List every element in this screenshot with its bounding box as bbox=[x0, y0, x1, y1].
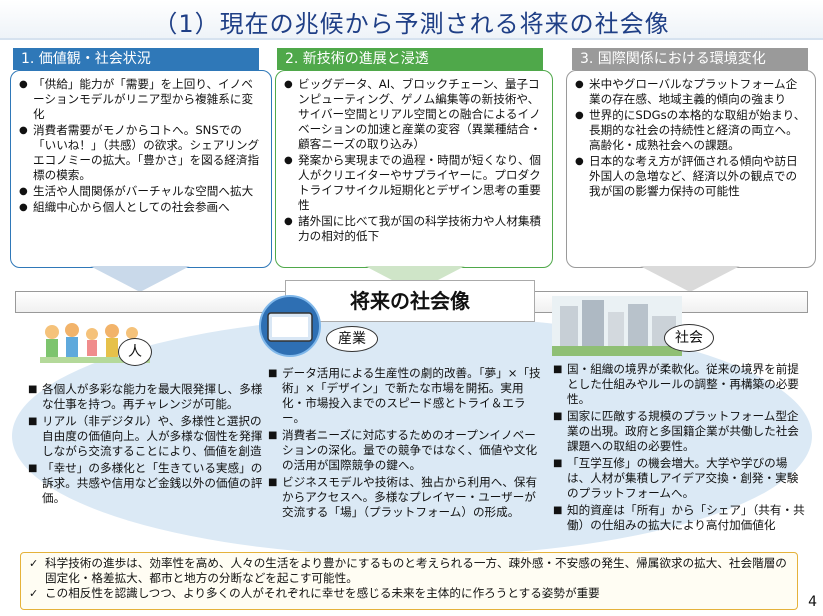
list-item: 各個人が多彩な能力を最大限発揮し、多様な仕事を持つ。再チャレンジが可能。 bbox=[28, 382, 264, 412]
list-item: 知的資産は「所有」から「シェア」（共有・共働）の仕組みの拡大により高付加価値化 bbox=[553, 503, 805, 533]
page-number: 4 bbox=[808, 594, 817, 610]
list-item: 「供給」能力が「需要」を上回り、イノベーションモデルがリニア型から複雑系に変化 bbox=[19, 77, 263, 122]
panel-header-values: 1. 価値観・社会状況 bbox=[13, 48, 259, 70]
column-person: 各個人が多彩な能力を最大限発揮し、多様な仕事を持つ。再チャレンジが可能。 リアル… bbox=[28, 382, 264, 508]
list-item: 米中やグローバルなプラットフォーム企業の存在感、地域主義的傾向の強まり bbox=[575, 77, 807, 107]
list-item: 国家に匹敵する規模のプラットフォーム型企業の出現。政府と多国籍企業が共働した社会… bbox=[553, 409, 805, 454]
list-item: 世界的にSDGsの本格的な取組が始まり、長期的な社会の持続性と経済の両立へ。高齢… bbox=[575, 108, 807, 153]
list-item: リアル（非デジタル）や、多様性と選択の自由度の価値向上。人が多様な個性を発揮しな… bbox=[28, 414, 264, 459]
list-item: 日本的な考え方が評価される傾向や訪日外国人の急増など、経済以外の観点での我が国の… bbox=[575, 154, 807, 199]
tablet-illustration bbox=[259, 295, 321, 357]
list-item: 消費者ニーズに対応するためのオープンイノベーションの深化。量での競争ではなく、価… bbox=[268, 428, 542, 473]
down-arrow-icon bbox=[90, 266, 190, 292]
panel-header-label: 1. 価値観・社会状況 bbox=[21, 51, 151, 67]
summary-notes: 科学技術の進歩は、効率性を高め、人々の生活をより豊かにするものと考えられる一方、… bbox=[20, 552, 798, 610]
list-item: ビッグデータ、AI、ブロックチェーン、量子コンピューティング、ゲノム編集等の新技… bbox=[284, 77, 544, 152]
list-item: 組織中心から個人としての社会参画へ bbox=[19, 200, 263, 215]
down-arrow-icon bbox=[640, 266, 740, 292]
list-item: 「幸せ」の多様化と「生きている実感」の訴求。共感や信用など金銭以外の価値の評価。 bbox=[28, 461, 264, 506]
panel-international: 米中やグローバルなプラットフォーム企業の存在感、地域主義的傾向の強まり 世界的に… bbox=[566, 70, 816, 268]
page-title: （1）現在の兆候から予測される将来の社会像 bbox=[153, 10, 670, 38]
note-item: この相反性を認識しつつ、より多くの人がそれぞれに幸せを感じる未来を主体的に作ろう… bbox=[29, 586, 789, 601]
title-bar: （1）現在の兆候から予測される将来の社会像 bbox=[0, 0, 823, 40]
future-title: 将来の社会像 bbox=[285, 280, 535, 322]
panel-header-label: 3. 国際関係における環境変化 bbox=[580, 51, 766, 67]
list-item: ビジネスモデルや技術は、独占から利用へ、保有からアクセスへ。多様なプレイヤー・ユ… bbox=[268, 475, 542, 520]
panel-values: 「供給」能力が「需要」を上回り、イノベーションモデルがリニア型から複雑系に変化 … bbox=[10, 70, 272, 268]
list-item: 消費者需要がモノからコトへ。SNSでの「いいね！」（共感）の欲求。シェアリングエ… bbox=[19, 123, 263, 183]
city-illustration bbox=[552, 296, 682, 356]
tag-person: 人 bbox=[118, 338, 152, 366]
tag-industry: 産業 bbox=[326, 326, 378, 352]
note-item: 科学技術の進歩は、効率性を高め、人々の生活をより豊かにするものと考えられる一方、… bbox=[29, 556, 789, 586]
list-item: 「互学互修」の機会増大。大学や学びの場は、人材が集積しアイデア交換・創発・実験の… bbox=[553, 456, 805, 501]
list-item: 生活や人間関係がバーチャルな空間へ拡大 bbox=[19, 184, 263, 199]
tag-society: 社会 bbox=[664, 324, 714, 352]
column-society: 国・組織の境界が柔軟化。従来の境界を前提とした仕組みやルールの調整・再構築の必要… bbox=[553, 362, 805, 535]
column-industry: データ活用による生産性の劇的改善。「夢」×「技術」×「デザイン」で新たな市場を開… bbox=[268, 366, 542, 522]
panel-header-label: 2. 新技術の進展と浸透 bbox=[285, 51, 429, 67]
list-item: 国・組織の境界が柔軟化。従来の境界を前提とした仕組みやルールの調整・再構築の必要… bbox=[553, 362, 805, 407]
list-item: データ活用による生産性の劇的改善。「夢」×「技術」×「デザイン」で新たな市場を開… bbox=[268, 366, 542, 426]
list-item: 諸外国に比べて我が国の科学技術力や人材集積力の相対的低下 bbox=[284, 214, 544, 244]
panel-technology: ビッグデータ、AI、ブロックチェーン、量子コンピューティング、ゲノム編集等の新技… bbox=[275, 70, 553, 268]
panel-header-international: 3. 国際関係における環境変化 bbox=[572, 48, 808, 70]
list-item: 発案から実現までの過程・時間が短くなり、個人がクリエイターやサプライヤーに。プロ… bbox=[284, 153, 544, 213]
panel-header-technology: 2. 新技術の進展と浸透 bbox=[277, 48, 543, 70]
